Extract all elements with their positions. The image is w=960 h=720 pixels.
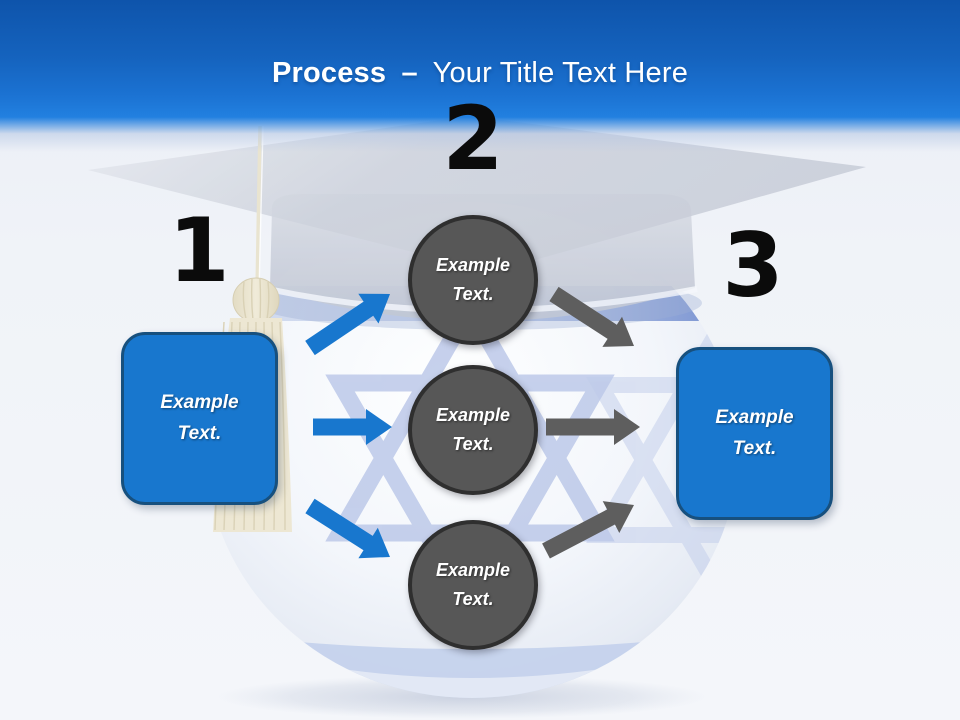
header-band [0,0,960,152]
process-circle-2: Example Text. [408,365,538,495]
step-number-2: 2 [442,87,504,190]
cap-board [88,116,866,272]
process-circle-3-label: Example Text. [435,560,511,609]
process-box-left-label: Example Text. [160,392,239,444]
step-number-1: 1 [168,199,230,302]
step-number-3: 3 [722,214,784,317]
process-circle-2-label: Example Text. [435,405,511,454]
slide-title: Process – Your Title Text Here [0,57,960,90]
slide-title-emphasis: Process [271,57,387,89]
process-box-left: Example Text. [121,332,278,505]
process-box-right-label: Example Text. [715,407,794,459]
slide-title-separator: – [401,57,418,89]
process-circle-1-label: Example Text. [435,255,511,304]
process-circle-1: Example Text. [408,215,538,345]
slide-title-rest: Your Title Text Here [432,57,689,89]
process-box-right: Example Text. [676,347,833,520]
process-circle-3: Example Text. [408,520,538,650]
